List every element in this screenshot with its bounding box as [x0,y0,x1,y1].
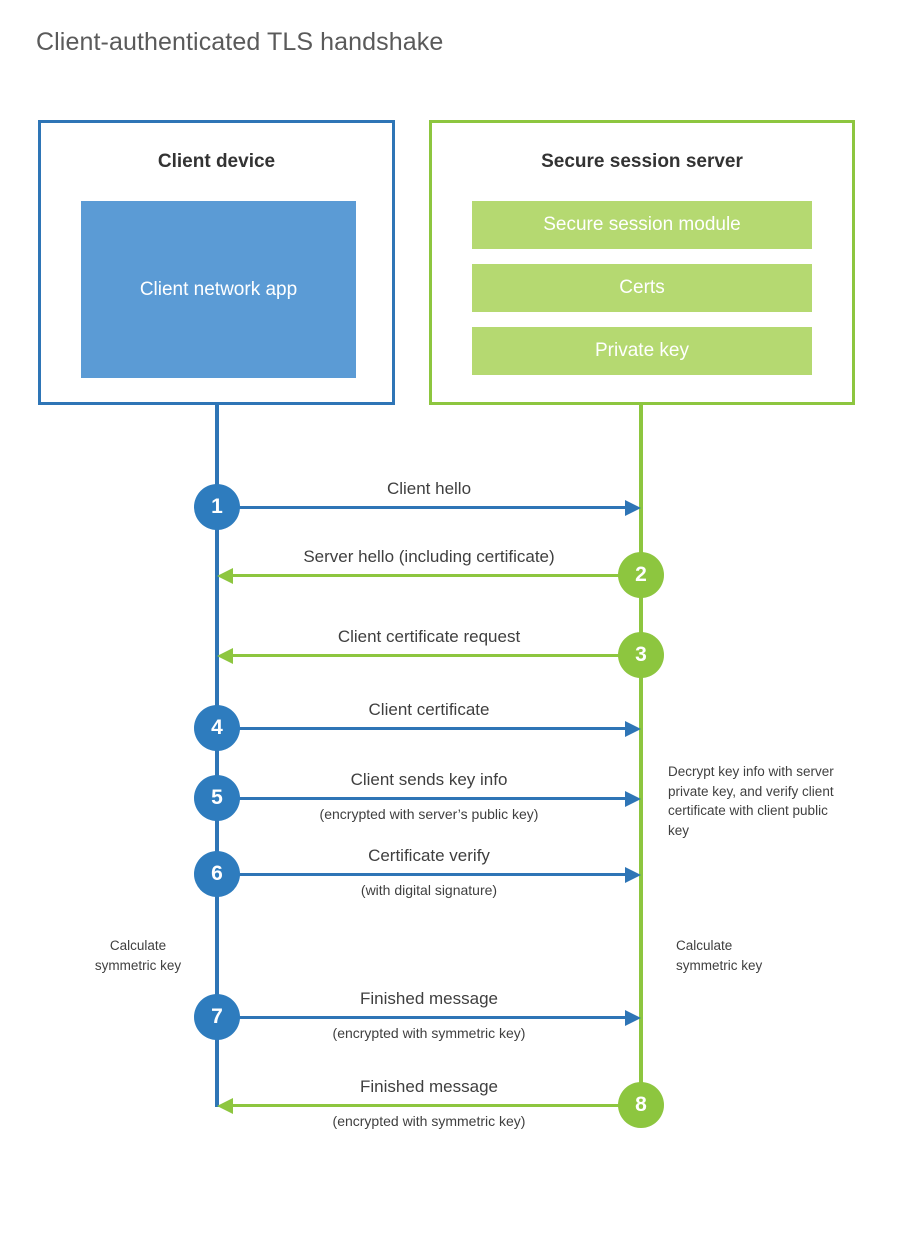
message-line-6 [217,873,625,876]
step-circle-7[interactable]: 7 [194,994,240,1040]
message-sublabel-5: (encrypted with server’s public key) [319,806,539,822]
message-label-2: Server hello (including certificate) [303,547,555,566]
arrow-right-icon [625,500,641,516]
message-line-3 [233,654,641,657]
step-circle-5[interactable]: 5 [194,775,240,821]
message-line-5 [217,797,625,800]
message-label-5: Client sends key info [350,770,508,789]
arrow-right-icon [625,721,641,737]
client-calculate-symmetric-key-note: Calculate symmetric key [94,938,182,973]
arrow-right-icon [625,867,641,883]
server-component-secure-session-module: Secure session module [472,201,812,249]
step-circle-3[interactable]: 3 [618,632,664,678]
client-lifeline [215,405,219,1107]
arrow-left-icon [217,648,233,664]
message-line-8 [233,1104,641,1107]
arrow-left-icon [217,1098,233,1114]
message-sublabel-7: (encrypted with symmetric key) [332,1025,526,1041]
server-lifeline [639,405,643,1107]
message-line-7 [217,1016,625,1019]
page-title: Client-authenticated TLS handshake [36,28,444,56]
server-component-certs: Certs [472,264,812,312]
message-label-1: Client hello [386,479,472,498]
client-network-app-block: Client network app [81,201,356,378]
secure-session-server-box: Secure session server Secure session mod… [429,120,855,405]
arrow-right-icon [625,791,641,807]
message-label-4: Client certificate [368,700,490,719]
client-device-title: Client device [157,151,276,172]
client-device-box: Client device Client network app [38,120,395,405]
message-label-7: Finished message [360,989,498,1008]
message-line-1 [217,506,625,509]
step-circle-2[interactable]: 2 [618,552,664,598]
server-decrypt-note: Decrypt key info with server private key… [668,764,834,838]
step-circle-8[interactable]: 8 [618,1082,664,1128]
step-circle-4[interactable]: 4 [194,705,240,751]
server-calculate-symmetric-key-note: Calculate symmetric key [676,938,763,973]
message-label-6: Certificate verify [368,846,490,865]
server-component-private-key: Private key [472,327,812,375]
step-circle-6[interactable]: 6 [194,851,240,897]
arrow-right-icon [625,1010,641,1026]
message-line-2 [233,574,641,577]
message-sublabel-6: (with digital signature) [360,882,498,898]
message-label-3: Client certificate request [337,627,521,646]
message-line-4 [217,727,625,730]
message-sublabel-8: (encrypted with symmetric key) [332,1113,526,1129]
message-label-8: Finished message [360,1077,498,1096]
step-circle-1[interactable]: 1 [194,484,240,530]
secure-session-server-title: Secure session server [541,151,743,172]
arrow-left-icon [217,568,233,584]
